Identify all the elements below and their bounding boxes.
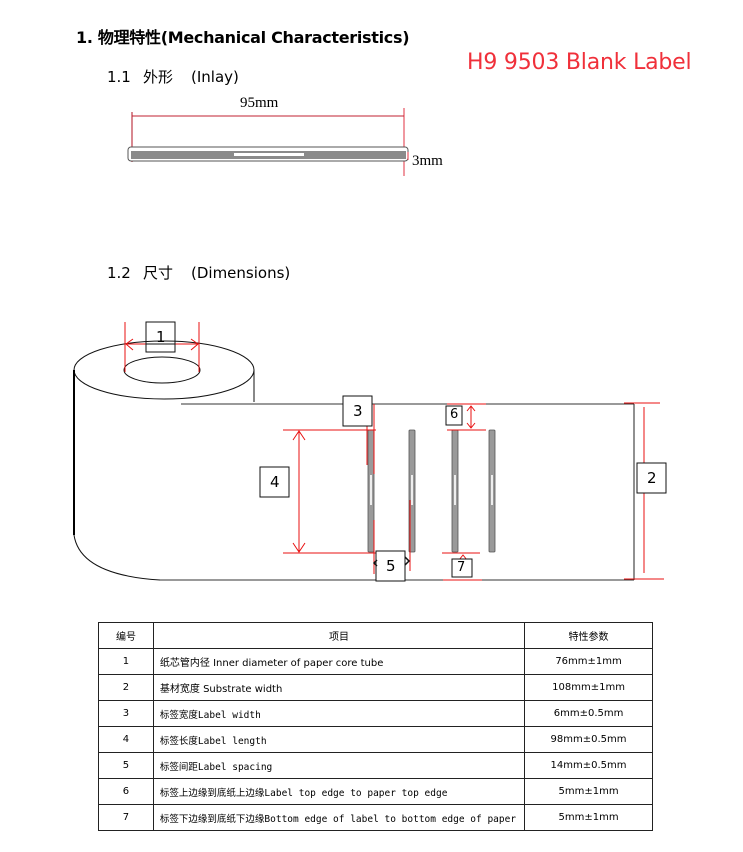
row-item: 基材宽度 Substrate width — [152, 674, 526, 701]
inlay-width-label: 95mm — [240, 95, 279, 111]
row-number: 5 — [98, 752, 154, 779]
row-number: 2 — [98, 674, 154, 701]
dimension-marker-1: 1 — [156, 328, 166, 346]
row-item: 纸芯管内径 Inner diameter of paper core tube — [152, 648, 526, 675]
dimension-marker-4: 4 — [270, 473, 280, 491]
dimension-marker-6: 6 — [450, 407, 459, 422]
header-value: 特性参数 — [524, 622, 653, 649]
section-title: 物理特性(Mechanical Characteristics) — [97, 28, 410, 47]
row-value: 98mm±0.5mm — [524, 726, 653, 753]
row-value: 6mm±0.5mm — [524, 700, 653, 727]
row-number: 6 — [98, 778, 154, 805]
inlay-height-label: 3mm — [412, 153, 443, 169]
row-number: 1 — [98, 648, 154, 675]
row-item: 标签上边缘到底纸上边缘Label top edge to paper top e… — [152, 778, 526, 805]
row-number: 7 — [98, 804, 154, 831]
table-row: 2 基材宽度 Substrate width 108mm±1mm — [98, 674, 653, 701]
product-label-title: H9 9503 Blank Label — [467, 50, 692, 75]
specification-table: 编号 项目 特性参数 1 纸芯管内径 Inner diameter of pap… — [98, 622, 653, 831]
subsection-cn: 尺寸 — [143, 264, 174, 282]
row-item: 标签宽度Label width — [152, 700, 526, 727]
dimension-marker-5: 5 — [386, 557, 396, 575]
row-value: 5mm±1mm — [524, 778, 653, 805]
subsection-number: 1.2 — [107, 264, 131, 282]
row-value: 76mm±1mm — [524, 648, 653, 675]
table-row: 5 标签间距Label spacing 14mm±0.5mm — [98, 752, 653, 779]
header-item: 项目 — [152, 622, 526, 649]
subsection-en: (Dimensions) — [191, 264, 291, 282]
table-row: 3 标签宽度Label width 6mm±0.5mm — [98, 700, 653, 727]
row-value: 108mm±1mm — [524, 674, 653, 701]
dimension-marker-2: 2 — [647, 469, 657, 487]
row-number: 4 — [98, 726, 154, 753]
subsection-dimensions-heading: 1.2 尺寸 (Dimensions) — [107, 262, 290, 283]
subsection-en: (Inlay) — [191, 68, 239, 86]
section-number: 1. — [76, 28, 93, 47]
subsection-inlay-heading: 1.1 外形 (Inlay) — [107, 66, 239, 87]
subsection-number: 1.1 — [107, 68, 131, 86]
table-row: 4 标签长度Label length 98mm±0.5mm — [98, 726, 653, 753]
section-heading: 1. 物理特性(Mechanical Characteristics) — [76, 24, 410, 48]
table-row: 6 标签上边缘到底纸上边缘Label top edge to paper top… — [98, 778, 653, 805]
table-row: 1 纸芯管内径 Inner diameter of paper core tub… — [98, 648, 653, 675]
row-item: 标签下边缘到底纸下边缘Bottom edge of label to botto… — [152, 804, 526, 831]
dimension-marker-3: 3 — [353, 402, 363, 420]
row-number: 3 — [98, 700, 154, 727]
dimension-marker-7: 7 — [457, 560, 466, 575]
row-item: 标签长度Label length — [152, 726, 526, 753]
row-value: 14mm±0.5mm — [524, 752, 653, 779]
table-row: 7 标签下边缘到底纸下边缘Bottom edge of label to bot… — [98, 804, 653, 831]
row-value: 5mm±1mm — [524, 804, 653, 831]
row-item: 标签间距Label spacing — [152, 752, 526, 779]
header-number: 编号 — [98, 622, 154, 649]
table-header-row: 编号 项目 特性参数 — [98, 622, 653, 649]
subsection-cn: 外形 — [143, 68, 174, 86]
